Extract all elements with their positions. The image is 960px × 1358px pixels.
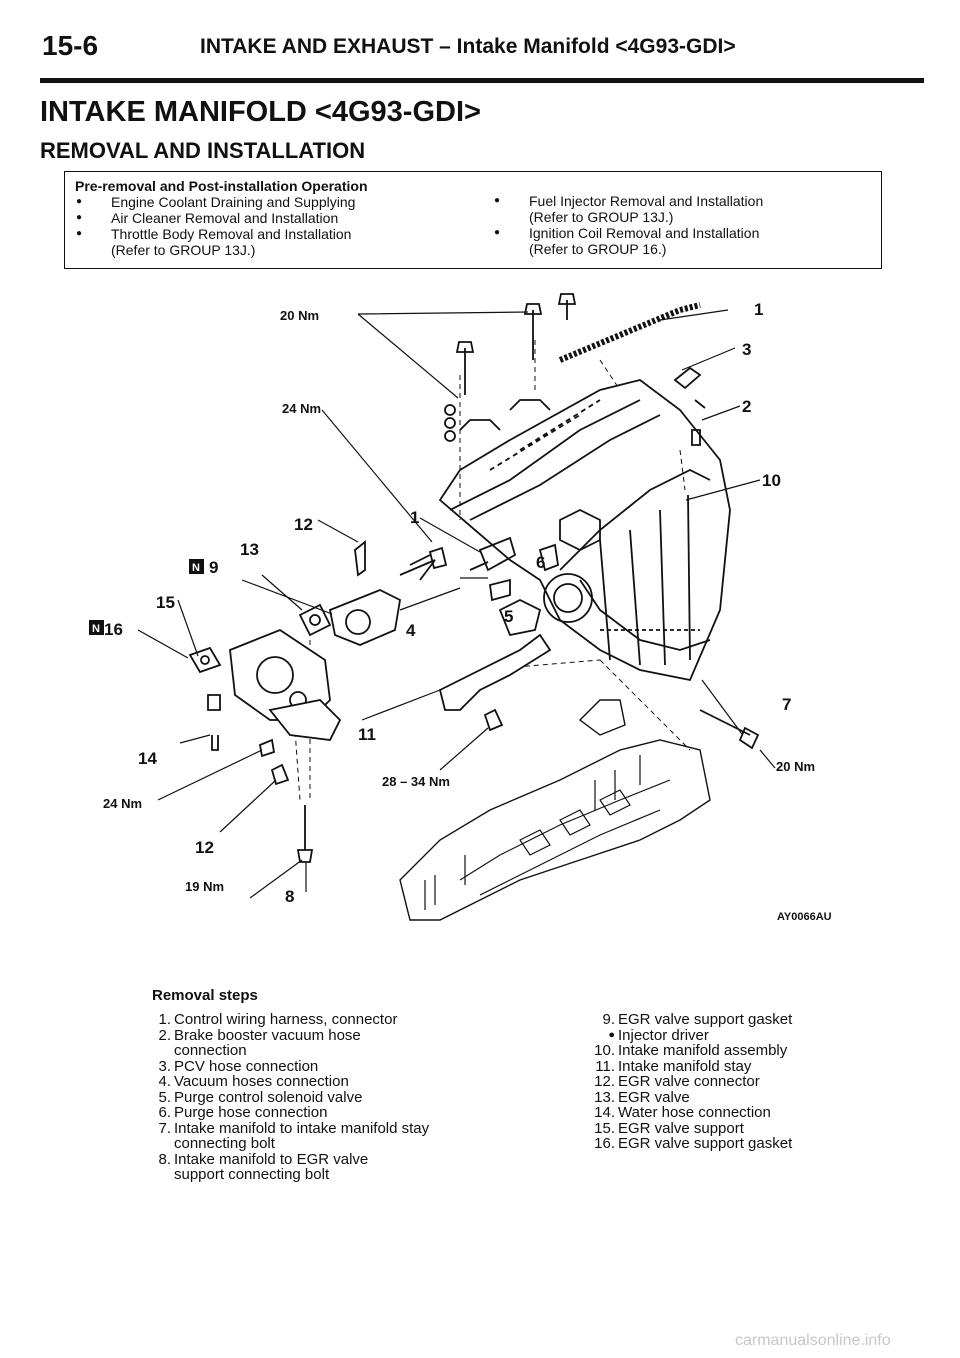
manifold-drawing xyxy=(188,293,760,921)
callout-14: 14 xyxy=(138,749,157,768)
pre-removal-heading: Pre-removal and Post-installation Operat… xyxy=(75,178,368,194)
callout-16: 16 xyxy=(104,620,123,639)
torque-19nm: 19 Nm xyxy=(185,879,224,894)
torque-20nm: 20 Nm xyxy=(280,308,319,323)
callout-12b: 12 xyxy=(195,838,214,857)
list-item: (Refer to GROUP 13J.) xyxy=(529,209,674,225)
list-item: 4.Vacuum hoses connection xyxy=(158,1073,349,1090)
page-header: 15-6 INTAKE AND EXHAUST – Intake Manifol… xyxy=(40,28,924,83)
page-title: INTAKE MANIFOLD <4G93-GDI> xyxy=(40,96,481,128)
callout-6: 6 xyxy=(536,553,545,572)
callout-4: 4 xyxy=(406,621,416,640)
list-item: 9.EGR valve support gasket xyxy=(602,1011,793,1028)
torque-20nm-b: 20 Nm xyxy=(776,759,815,774)
list-item: 15.EGR valve support xyxy=(594,1119,744,1137)
callout-10: 10 xyxy=(762,471,781,490)
list-item: (Refer to GROUP 13J.) xyxy=(111,242,256,258)
callout-2: 2 xyxy=(742,397,751,416)
callout-8: 8 xyxy=(285,887,294,906)
callout-13: 13 xyxy=(240,540,259,559)
section-title: INTAKE AND EXHAUST – Intake Manifold <4G… xyxy=(200,35,736,58)
list-item: 12.EGR valve connector xyxy=(594,1073,760,1090)
callouts: 1 3 2 10 12 1 N 9 13 6 15 N 16 4 5 7 11 … xyxy=(89,300,791,906)
removal-steps-left: 1.Control wiring harness, connector 2.Br… xyxy=(144,1012,429,1183)
new-part-mark-text: N xyxy=(192,562,200,574)
removal-steps-right: 9.EGR valve support gasket ●Injector dri… xyxy=(588,1012,792,1152)
list-item: Air Cleaner Removal and Installation xyxy=(73,210,355,226)
list-item: 11.Intake manifold stay xyxy=(595,1057,752,1075)
list-item: 1.Control wiring harness, connector xyxy=(158,1011,398,1028)
list-item: 2.Brake booster vacuum hose xyxy=(158,1026,361,1044)
callout-1: 1 xyxy=(754,300,763,319)
pre-removal-left-list: Engine Coolant Draining and Supplying Ai… xyxy=(73,194,355,258)
list-item: 3.PCV hose connection xyxy=(158,1057,319,1075)
new-part-mark xyxy=(189,559,204,574)
watermark: carmanualsonline.info xyxy=(735,1332,891,1349)
new-part-mark xyxy=(89,620,104,635)
callout-9: 9 xyxy=(209,558,218,577)
callout-3: 3 xyxy=(742,340,751,359)
list-item: 16.EGR valve support gasket xyxy=(594,1135,793,1152)
new-part-mark-text: N xyxy=(92,623,100,635)
torque-24nm-b: 24 Nm xyxy=(103,796,142,811)
page-number: 15-6 xyxy=(42,30,99,61)
pre-removal-right-list: Fuel Injector Removal and Installation (… xyxy=(491,193,763,257)
callout-12: 12 xyxy=(294,515,313,534)
pre-removal-box: Pre-removal and Post-installation Operat… xyxy=(64,171,882,269)
list-item: (Refer to GROUP 16.) xyxy=(529,241,667,257)
list-item: 7.Intake manifold to intake manifold sta… xyxy=(158,1119,430,1137)
torque-28-34nm: 28 – 34 Nm xyxy=(382,774,450,789)
figure-code: AY0066AU xyxy=(777,911,832,923)
list-item: Ignition Coil Removal and Installation xyxy=(491,225,763,241)
list-item: 14.Water hose connection xyxy=(594,1104,771,1121)
list-item: 5.Purge control solenoid valve xyxy=(158,1088,363,1106)
diagram-svg: 1 3 2 10 12 1 N 9 13 6 15 N 16 4 5 7 11 … xyxy=(89,293,832,923)
removal-steps-heading: Removal steps xyxy=(152,987,258,1004)
list-item: 10.Intake manifold assembly xyxy=(594,1042,788,1059)
callout-7: 7 xyxy=(782,695,791,714)
list-item: ●Injector driver xyxy=(608,1026,709,1044)
leader-lines xyxy=(137,309,776,899)
list-item: Throttle Body Removal and Installation xyxy=(73,226,355,242)
callout-15: 15 xyxy=(156,593,175,612)
exploded-diagram: 1 3 2 10 12 1 N 9 13 6 15 N 16 4 5 7 11 … xyxy=(40,280,920,940)
callout-11: 11 xyxy=(358,725,376,744)
callout-5: 5 xyxy=(504,607,513,626)
list-item: 13.EGR valve xyxy=(594,1088,690,1106)
callout-1b: 1 xyxy=(410,508,419,527)
list-item: connecting bolt xyxy=(174,1135,275,1152)
list-item: 8.Intake manifold to EGR valve xyxy=(158,1150,369,1168)
list-item: Fuel Injector Removal and Installation xyxy=(491,193,763,209)
page-subtitle: REMOVAL AND INSTALLATION xyxy=(40,138,366,163)
list-item: 6.Purge hose connection xyxy=(158,1104,328,1121)
list-item: Engine Coolant Draining and Supplying xyxy=(73,194,355,210)
list-item: connection xyxy=(174,1042,247,1059)
list-item: support connecting bolt xyxy=(174,1166,330,1183)
torque-24nm: 24 Nm xyxy=(282,401,321,416)
torque-labels: 20 Nm 24 Nm 28 – 34 Nm 20 Nm 24 Nm 19 Nm… xyxy=(103,308,832,923)
